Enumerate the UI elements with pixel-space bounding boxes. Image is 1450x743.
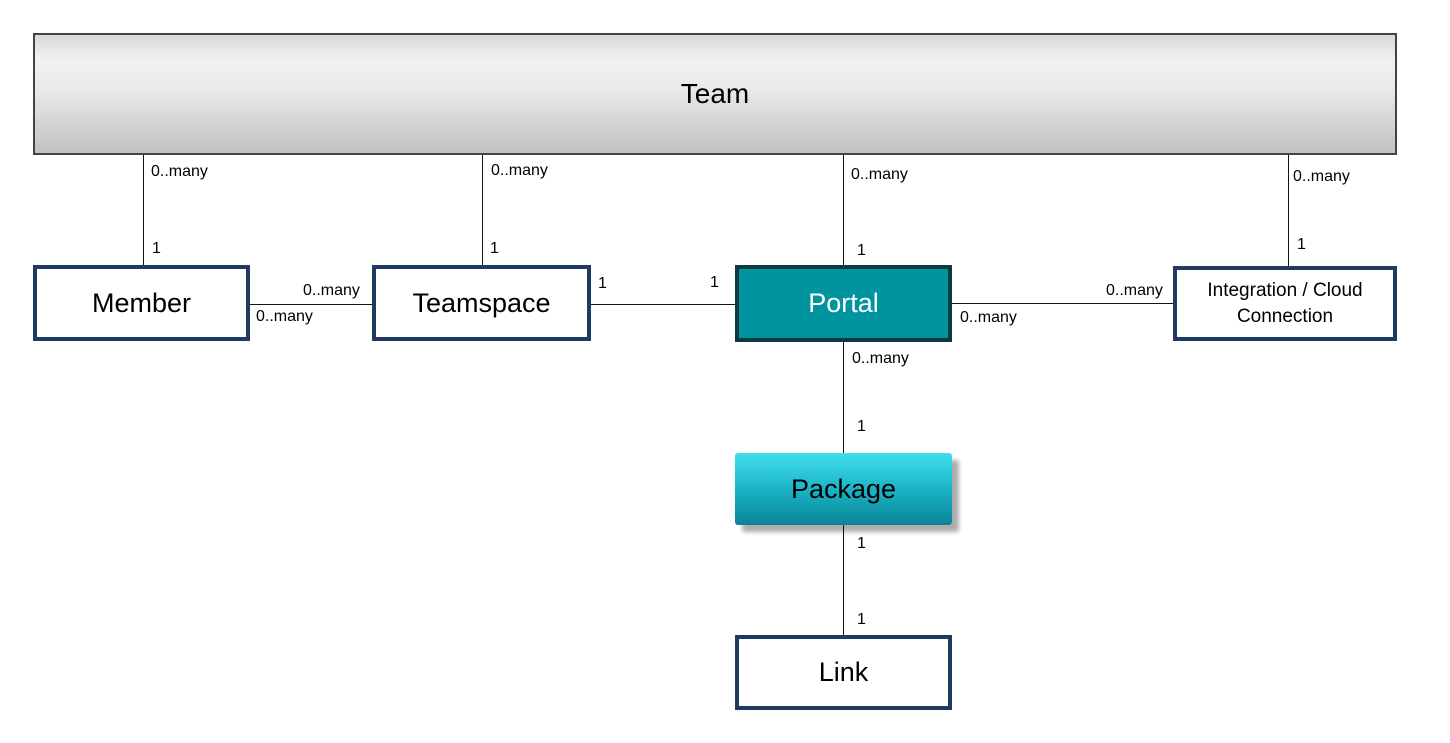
connector-portal-package xyxy=(843,342,844,453)
connector-team-teamspace xyxy=(482,155,483,265)
cardinality-team-portal-one: 1 xyxy=(857,242,866,259)
cardinality-team-member-many: 0..many xyxy=(151,163,208,180)
cardinality-package-link-one-upper: 1 xyxy=(857,535,866,552)
cardinality-package-link-one-lower: 1 xyxy=(857,611,866,628)
cardinality-teamspace-portal-one-right: 1 xyxy=(710,274,719,291)
cardinality-portal-integration-many-left: 0..many xyxy=(960,309,1017,326)
cardinality-team-integration-many: 0..many xyxy=(1293,168,1350,185)
entity-team: Team xyxy=(33,33,1397,155)
cardinality-team-teamspace-many: 0..many xyxy=(491,162,548,179)
entity-portal: Portal xyxy=(735,265,952,342)
connector-teamspace-portal xyxy=(591,304,735,305)
entity-member: Member xyxy=(33,265,250,341)
connector-team-portal xyxy=(843,155,844,265)
cardinality-portal-package-one: 1 xyxy=(857,418,866,435)
connector-package-link xyxy=(843,525,844,635)
cardinality-team-member-one: 1 xyxy=(152,240,161,257)
connector-team-member xyxy=(143,155,144,265)
connector-portal-integration xyxy=(952,303,1173,304)
entity-teamspace: Teamspace xyxy=(372,265,591,341)
connector-team-integration xyxy=(1288,155,1289,266)
cardinality-team-portal-many: 0..many xyxy=(851,166,908,183)
cardinality-team-integration-one: 1 xyxy=(1297,236,1306,253)
cardinality-member-teamspace-many-lower: 0..many xyxy=(256,308,313,325)
entity-link: Link xyxy=(735,635,952,710)
entity-package: Package xyxy=(735,453,952,525)
cardinality-team-teamspace-one: 1 xyxy=(490,240,499,257)
cardinality-portal-package-many: 0..many xyxy=(852,350,909,367)
cardinality-member-teamspace-many-upper: 0..many xyxy=(303,282,360,299)
cardinality-portal-integration-many-right: 0..many xyxy=(1106,282,1163,299)
entity-integration-cloud-connection: Integration / Cloud Connection xyxy=(1173,266,1397,341)
cardinality-teamspace-portal-one-left: 1 xyxy=(598,275,607,292)
connector-member-teamspace xyxy=(250,304,372,305)
